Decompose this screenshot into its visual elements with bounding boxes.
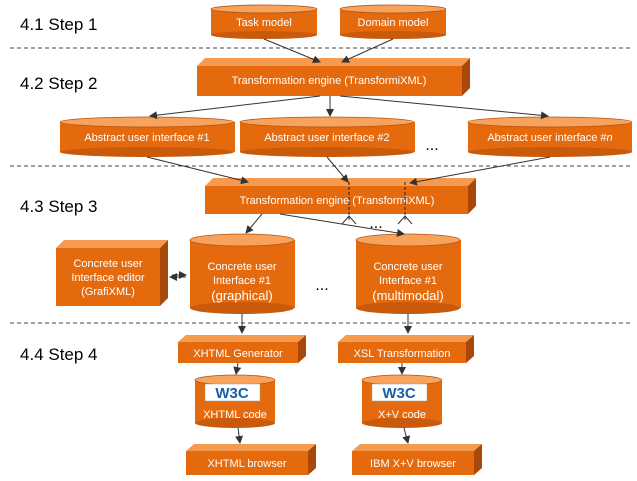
cui-multimodal-label-line-2: Interface #1 — [379, 275, 437, 287]
aui-2-node: Abstract user interface #2 — [239, 116, 415, 157]
cui-graphical-node: Concrete user Interface #1 (graphical) — [189, 233, 295, 314]
step-4-label: 4.4 Step 4 — [20, 345, 98, 364]
w3c-logo-2-text: W3C — [382, 385, 416, 402]
arrow-engine-to-cui-graphical — [245, 213, 263, 234]
cui-graphical-label-line-2: Interface #1 — [213, 275, 271, 287]
aui-ellipsis: ... — [425, 137, 438, 154]
xhtml-browser-box: XHTML browser — [186, 444, 316, 475]
step-1-label: 4.1 Step 1 — [20, 15, 98, 34]
transformation-engine-1-label: Transformation engine (TransformiXML) — [232, 75, 427, 87]
cui-editor-box: Concrete user Interface editor (GrafiXML… — [56, 240, 168, 306]
arrow-generator-to-xhtml-code — [233, 362, 242, 375]
cui-ellipsis: ... — [315, 277, 328, 294]
aui-2-label: Abstract user interface #2 — [264, 132, 389, 144]
xv-code-node: W3C X+V code — [361, 374, 443, 428]
aui-1-node: Abstract user interface #1 — [59, 116, 235, 157]
xv-code-label: X+V code — [378, 409, 426, 421]
arrow-engine-to-aui-1 — [149, 95, 321, 120]
arrow-task-to-engine — [263, 38, 321, 64]
w3c-logo-1 — [204, 383, 261, 402]
ibm-browser-label: IBM X+V browser — [370, 458, 456, 470]
rule-fork-2 — [397, 215, 413, 225]
arrow-xv-code-to-browser — [402, 427, 411, 444]
task-model-node: Task model — [210, 4, 318, 39]
arrow-engine-to-aui-n — [339, 95, 549, 120]
transformation-engine-1: Transformation engine (TransformiXML) — [197, 58, 470, 96]
aui-n-label: Abstract user interface #n — [487, 132, 612, 144]
arrow-domain-to-engine — [341, 38, 394, 63]
arrow-aui-1-to-engine — [146, 156, 249, 185]
cui-editor-label-line-3: (GrafiXML) — [81, 286, 135, 298]
domain-model-node: Domain model — [339, 4, 447, 39]
cui-editor-label-line-2: Interface editor — [71, 272, 145, 284]
xhtml-code-label: XHTML code — [203, 409, 267, 421]
transformation-engine-2: Transformation engine (TransformiXML) — [205, 178, 476, 214]
xhtml-generator-box: XHTML Generator — [178, 335, 306, 363]
step-2-label: 4.2 Step 2 — [20, 74, 98, 93]
task-model-label: Task model — [236, 17, 292, 29]
xhtml-code-node: W3C XHTML code — [194, 374, 276, 428]
cui-graphical-label-line-1: Concrete user — [207, 261, 276, 273]
rule-fork-1 — [341, 215, 357, 225]
arrow-aui-n-to-engine — [409, 156, 551, 186]
aui-1-label: Abstract user interface #1 — [84, 132, 209, 144]
cui-multimodal-node: Concrete user Interface #1 (multimodal) — [355, 233, 461, 314]
w3c-logo-1-text: W3C — [215, 385, 249, 402]
arrow-xhtml-code-to-browser — [235, 427, 244, 444]
cui-graphical-label-line-3: (graphical) — [211, 288, 272, 303]
ibm-browser-box: IBM X+V browser — [352, 444, 482, 475]
xhtml-browser-label: XHTML browser — [207, 458, 286, 470]
xhtml-generator-label: XHTML Generator — [193, 348, 283, 360]
xsl-transformation-label: XSL Transformation — [354, 348, 451, 360]
arrow-engine-to-cui-multimodal — [279, 213, 405, 237]
w3c-logo-2 — [371, 383, 428, 402]
cui-multimodal-label-line-1: Concrete user — [373, 261, 442, 273]
arrow-aui-2-to-engine — [326, 156, 349, 183]
aui-n-node: Abstract user interface #n — [467, 116, 633, 157]
transformation-engine-2-label: Transformation engine (TransformiXML) — [240, 195, 435, 207]
rules-ellipsis: ... — [369, 215, 382, 232]
step-3-label: 4.3 Step 3 — [20, 197, 98, 216]
cui-multimodal-label-line-3: (multimodal) — [372, 288, 444, 303]
domain-model-label: Domain model — [358, 17, 429, 29]
xsl-transformation-box: XSL Transformation — [338, 335, 474, 363]
cui-editor-label-line-1: Concrete user — [73, 258, 142, 270]
